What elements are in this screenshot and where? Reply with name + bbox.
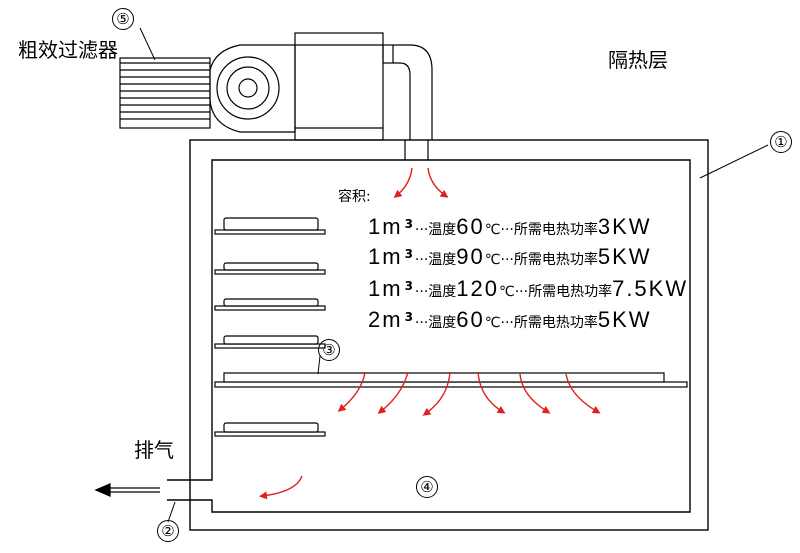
exhaust-label: 排气	[134, 438, 174, 462]
callout-1: ①	[770, 131, 792, 153]
heater-rail	[214, 372, 688, 388]
tray-shelves	[214, 217, 326, 437]
volume-label: 容积:	[338, 189, 371, 205]
chamber-walls	[167, 139, 709, 531]
exhaust-arrow	[94, 483, 160, 497]
callout-2: ②	[157, 520, 179, 542]
heater-box	[294, 32, 433, 160]
callout-3: ③	[318, 339, 340, 361]
filter-label: 粗效过滤器	[18, 38, 118, 62]
blower-fan	[209, 44, 296, 133]
airflow-arrows	[259, 167, 601, 500]
callout-4: ④	[416, 476, 438, 498]
leader-lines	[139, 27, 769, 523]
insulation-label: 隔热层	[608, 48, 668, 72]
callout-5: ⑤	[112, 8, 134, 30]
filter-unit	[119, 57, 211, 129]
